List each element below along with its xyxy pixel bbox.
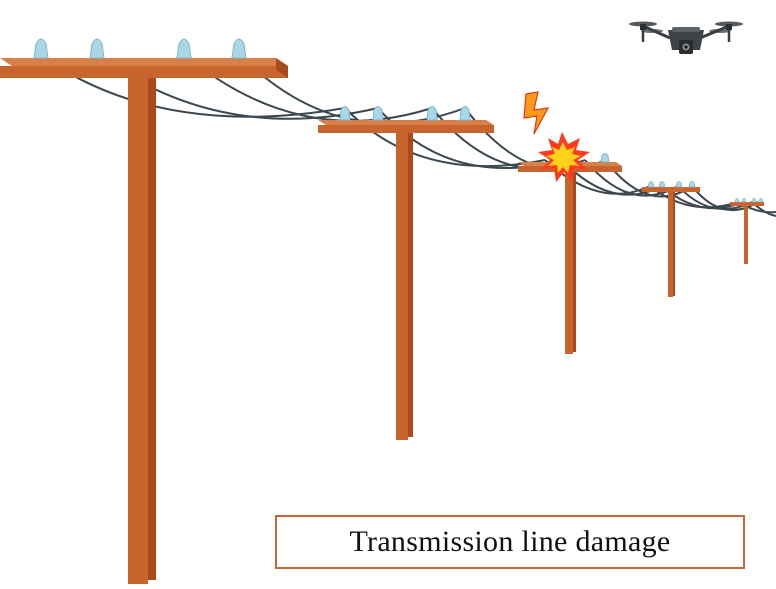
pole-front <box>744 206 748 264</box>
crossarm-front <box>0 66 288 78</box>
lightning-bolt-icon <box>523 91 550 135</box>
pole-shade <box>673 192 675 296</box>
drone-body-top <box>672 27 700 32</box>
pole-front <box>668 192 673 297</box>
insulator <box>33 38 49 59</box>
utility-pole-1 <box>0 38 288 584</box>
crossarm-side <box>276 58 288 78</box>
insulator <box>647 181 655 188</box>
insulator <box>758 197 764 203</box>
caption-box: Transmission line damage <box>275 515 745 569</box>
pole-shade <box>573 172 576 352</box>
insulator <box>741 197 747 203</box>
motor <box>640 24 646 30</box>
insulator <box>658 181 666 188</box>
crossarm-front <box>642 187 700 192</box>
insulator <box>675 181 683 188</box>
pole-front <box>128 78 148 584</box>
insulator <box>176 38 192 59</box>
insulators <box>647 181 696 188</box>
utility-pole-5 <box>730 197 764 264</box>
insulator <box>426 106 438 121</box>
insulator <box>231 38 247 59</box>
insulator <box>734 197 740 203</box>
insulator <box>600 153 610 163</box>
crossarm-top <box>0 58 288 66</box>
insulator <box>339 106 351 121</box>
insulator <box>751 197 757 203</box>
insulators <box>600 153 610 163</box>
insulators <box>33 38 247 59</box>
spark-icon <box>538 132 590 182</box>
utility-pole-2 <box>318 106 494 440</box>
insulators <box>734 197 764 203</box>
insulators <box>339 106 471 121</box>
insulator <box>459 106 471 121</box>
pole-front <box>565 172 573 354</box>
camera-lens-inner <box>684 45 688 49</box>
insulator <box>89 38 105 59</box>
caption-text: Transmission line damage <box>349 525 671 558</box>
utility-pole-4 <box>642 181 700 297</box>
insulator <box>688 181 696 188</box>
insulator <box>372 106 384 121</box>
pole-shade <box>408 133 413 437</box>
drone-arm <box>642 24 730 40</box>
drone-leg <box>641 30 731 42</box>
utility-pole-3 <box>518 153 622 354</box>
crossarm-front <box>730 202 764 206</box>
pole-front <box>396 133 408 440</box>
pole-shade <box>148 78 156 580</box>
motor <box>726 24 732 30</box>
drone-icon <box>629 21 743 54</box>
crossarm-top <box>318 120 494 125</box>
crossarm-front <box>318 125 494 133</box>
